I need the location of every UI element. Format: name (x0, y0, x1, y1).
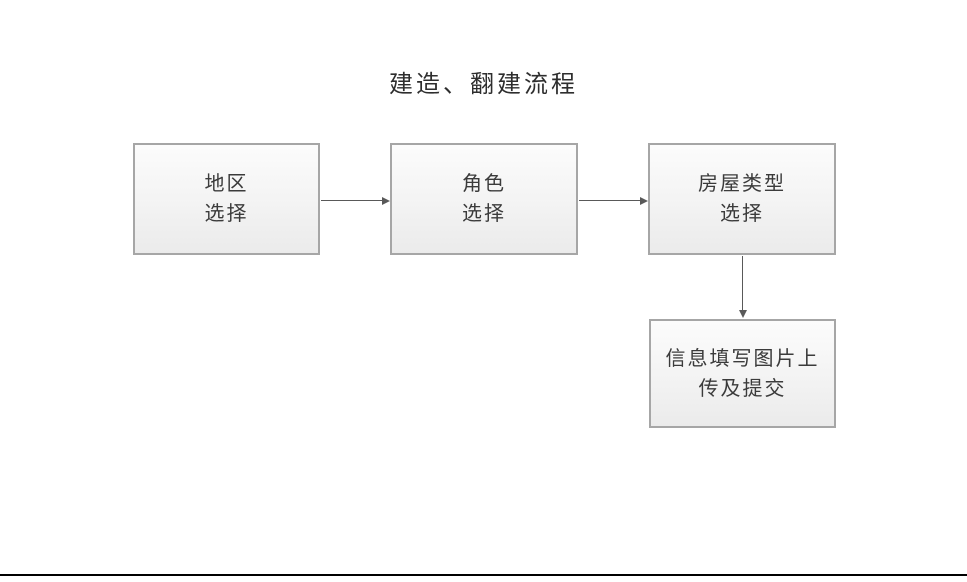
arrow-line (321, 200, 383, 201)
bottom-divider (0, 574, 967, 576)
node-label-line: 房屋类型 (698, 173, 786, 195)
arrowhead-right-icon (382, 197, 390, 205)
arrow-region-to-role (321, 197, 390, 205)
arrow-house-type-to-submit (739, 256, 747, 318)
node-label-line: 信息填写图片上 (665, 347, 820, 370)
node-label-line: 地区 (204, 173, 249, 195)
flow-node-house-type-select: 房屋类型 选择 (648, 143, 836, 255)
arrow-role-to-house-type (579, 197, 648, 205)
arrowhead-down-icon (739, 310, 747, 318)
diagram-title: 建造、翻建流程 (389, 72, 578, 98)
arrowhead-right-icon (640, 197, 648, 205)
node-label-line: 选择 (204, 203, 249, 225)
node-label-line: 传及提交 (698, 377, 787, 400)
arrow-line (579, 200, 641, 201)
node-label-line: 选择 (462, 203, 506, 225)
flow-node-region-select: 地区 选择 (133, 143, 320, 255)
flow-node-info-upload-submit: 信息填写图片上 传及提交 (649, 319, 836, 428)
flow-node-role-select: 角色 选择 (390, 143, 578, 255)
node-label-line: 角色 (462, 173, 506, 195)
node-label-line: 选择 (720, 203, 764, 225)
arrow-line (742, 256, 743, 311)
